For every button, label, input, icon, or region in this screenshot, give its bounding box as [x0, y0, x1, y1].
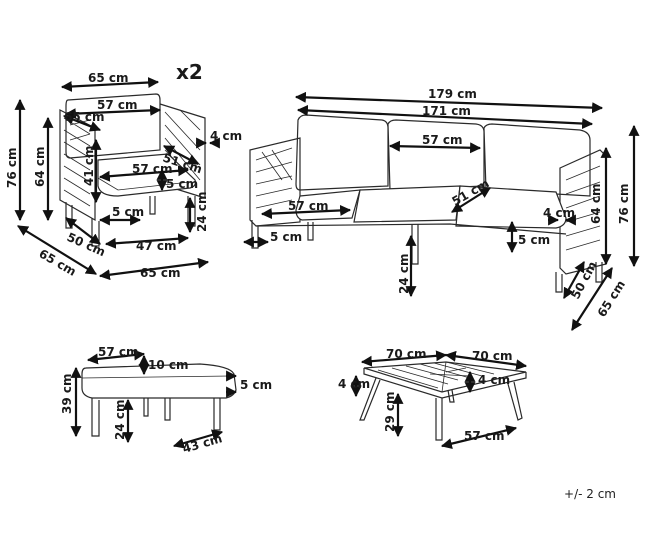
armchair-width-back-label: 57 cm: [97, 98, 138, 112]
sofa-depth-label: 65 cm: [595, 278, 628, 320]
table-dimensions: 70 cm 70 cm 4 cm 4 cm 29 cm 57 cm: [338, 347, 528, 450]
armchair-arm-height-label: 64 cm: [33, 147, 47, 188]
sofa-arm-width-label: 4 cm: [543, 206, 575, 220]
table-top-width-b-label: 70 cm: [472, 349, 513, 363]
sofa-dimensions: 179 cm 171 cm 57 cm 57 cm 51 cm 4 cm 5 c…: [242, 87, 640, 331]
sofa-back-cushion-label: 57 cm: [422, 133, 463, 147]
ottoman-drawing: [81, 363, 237, 437]
ottoman-base-width-label: 43 cm: [181, 431, 224, 456]
armchair-base-width-label: 65 cm: [140, 266, 181, 280]
ottoman-cushion-width-label: 57 cm: [98, 345, 139, 359]
armchair-arm-width-label: 4 cm: [210, 129, 242, 143]
table-height-label: 29 cm: [383, 392, 397, 433]
table-top-thickness-right-label: 4 cm: [478, 373, 510, 387]
ottoman-dimensions: 57 cm 10 cm 5 cm 39 cm 24 cm 43 cm: [60, 345, 272, 456]
armchair-back-height-label: 41 cm: [82, 146, 96, 187]
sofa-back-width-label: 171 cm: [422, 104, 471, 118]
ottoman-height-label: 39 cm: [60, 374, 74, 415]
armchair-width-outer-label: 65 cm: [88, 71, 129, 85]
armchair-cushion-thickness-label: 5 cm: [166, 177, 198, 191]
table-top-width-a-label: 70 cm: [386, 347, 427, 361]
sofa-arm-height-label: 64 cm: [589, 184, 603, 225]
tolerance-note: +/- 2 cm: [564, 487, 616, 501]
armchair-base-depth-label: 47 cm: [136, 239, 177, 253]
armchair-total-height-label: 76 cm: [5, 148, 19, 189]
armchair-arm-depth-label: 65 cm: [64, 110, 105, 124]
ottoman-leg-height-label: 24 cm: [113, 400, 127, 441]
sofa-cushion-thickness-label: 5 cm: [518, 233, 550, 247]
table-top-thickness-left-label: 4 cm: [338, 377, 370, 391]
sofa-total-width-label: 179 cm: [428, 87, 477, 101]
sofa-leg-height-label: 24 cm: [397, 254, 411, 295]
armchair-leg-gap-label: 5 cm: [112, 205, 144, 219]
sofa-leg-gap-label: 5 cm: [270, 230, 302, 244]
table-base-width-label: 57 cm: [464, 429, 505, 443]
armchair-leg-height-label: 24 cm: [195, 192, 209, 233]
ottoman-cushion-thickness-label: 10 cm: [148, 358, 189, 372]
quantity-badge: x2: [176, 60, 203, 84]
sofa-total-height-label: 76 cm: [617, 184, 631, 225]
ottoman-gap-label: 5 cm: [240, 378, 272, 392]
sofa-seat-cushion-label: 57 cm: [288, 199, 329, 213]
